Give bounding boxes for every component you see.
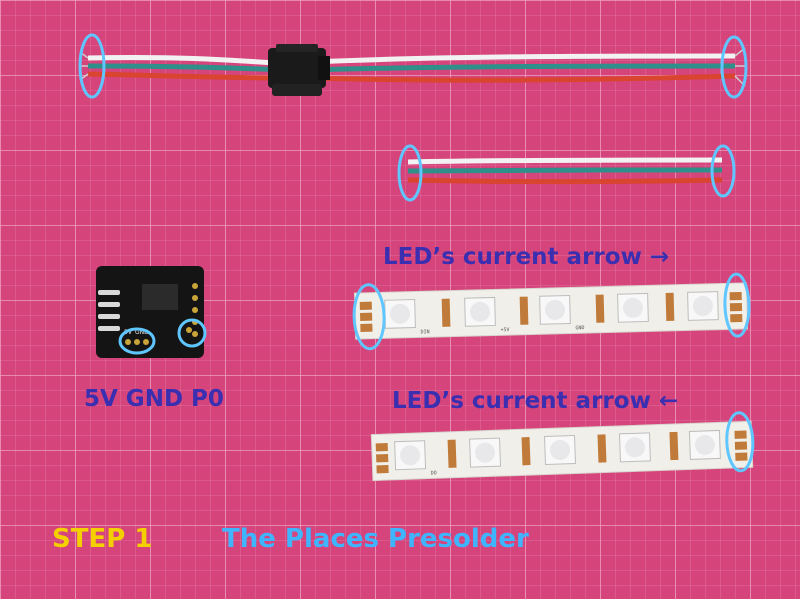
led-strip-lower: DO xyxy=(370,411,755,482)
silk-5v: 5V xyxy=(124,329,133,336)
short-cable xyxy=(397,144,736,202)
current-direction-label-left: LED’s current arrow ← xyxy=(392,388,679,414)
current-direction-label-right: LED’s current arrow → xyxy=(383,244,670,270)
header-holes xyxy=(125,283,198,345)
strip-label: +5V xyxy=(500,327,509,333)
connector-cable xyxy=(78,33,748,99)
usb-contacts xyxy=(98,290,120,331)
digispark-board: 5V GND xyxy=(96,266,207,358)
step-label: STEP 1 xyxy=(52,524,153,554)
highlight-circle xyxy=(723,272,751,338)
step-title: The Places Presolder xyxy=(222,524,529,554)
cut-pads xyxy=(447,431,679,468)
highlight-circle xyxy=(177,318,207,348)
strip-pads-left xyxy=(359,301,373,332)
strip-pads-left xyxy=(375,443,389,474)
silk-gnd: GND xyxy=(135,329,149,336)
strip-pads-right xyxy=(729,291,743,323)
led-chips xyxy=(384,291,719,329)
highlight-circle xyxy=(725,411,755,473)
led-strip-upper: DIN +5V GND xyxy=(352,272,751,351)
strip-pads-right xyxy=(734,430,748,461)
highlight-circle xyxy=(78,33,106,99)
highlight-circle xyxy=(710,144,736,198)
pin-label: 5V GND P0 xyxy=(84,386,224,412)
cut-pads xyxy=(441,292,675,327)
highlight-circle xyxy=(352,283,386,351)
jst-connector xyxy=(268,44,330,96)
strip-label: GND xyxy=(575,325,584,331)
highlight-circle xyxy=(720,35,748,99)
highlight-circle xyxy=(397,144,423,202)
microcontroller-chip xyxy=(142,284,178,310)
highlight-circle xyxy=(118,327,156,355)
led-chips xyxy=(394,429,721,471)
strip-label: DIN xyxy=(420,329,429,335)
strip-label: DO xyxy=(431,470,437,476)
